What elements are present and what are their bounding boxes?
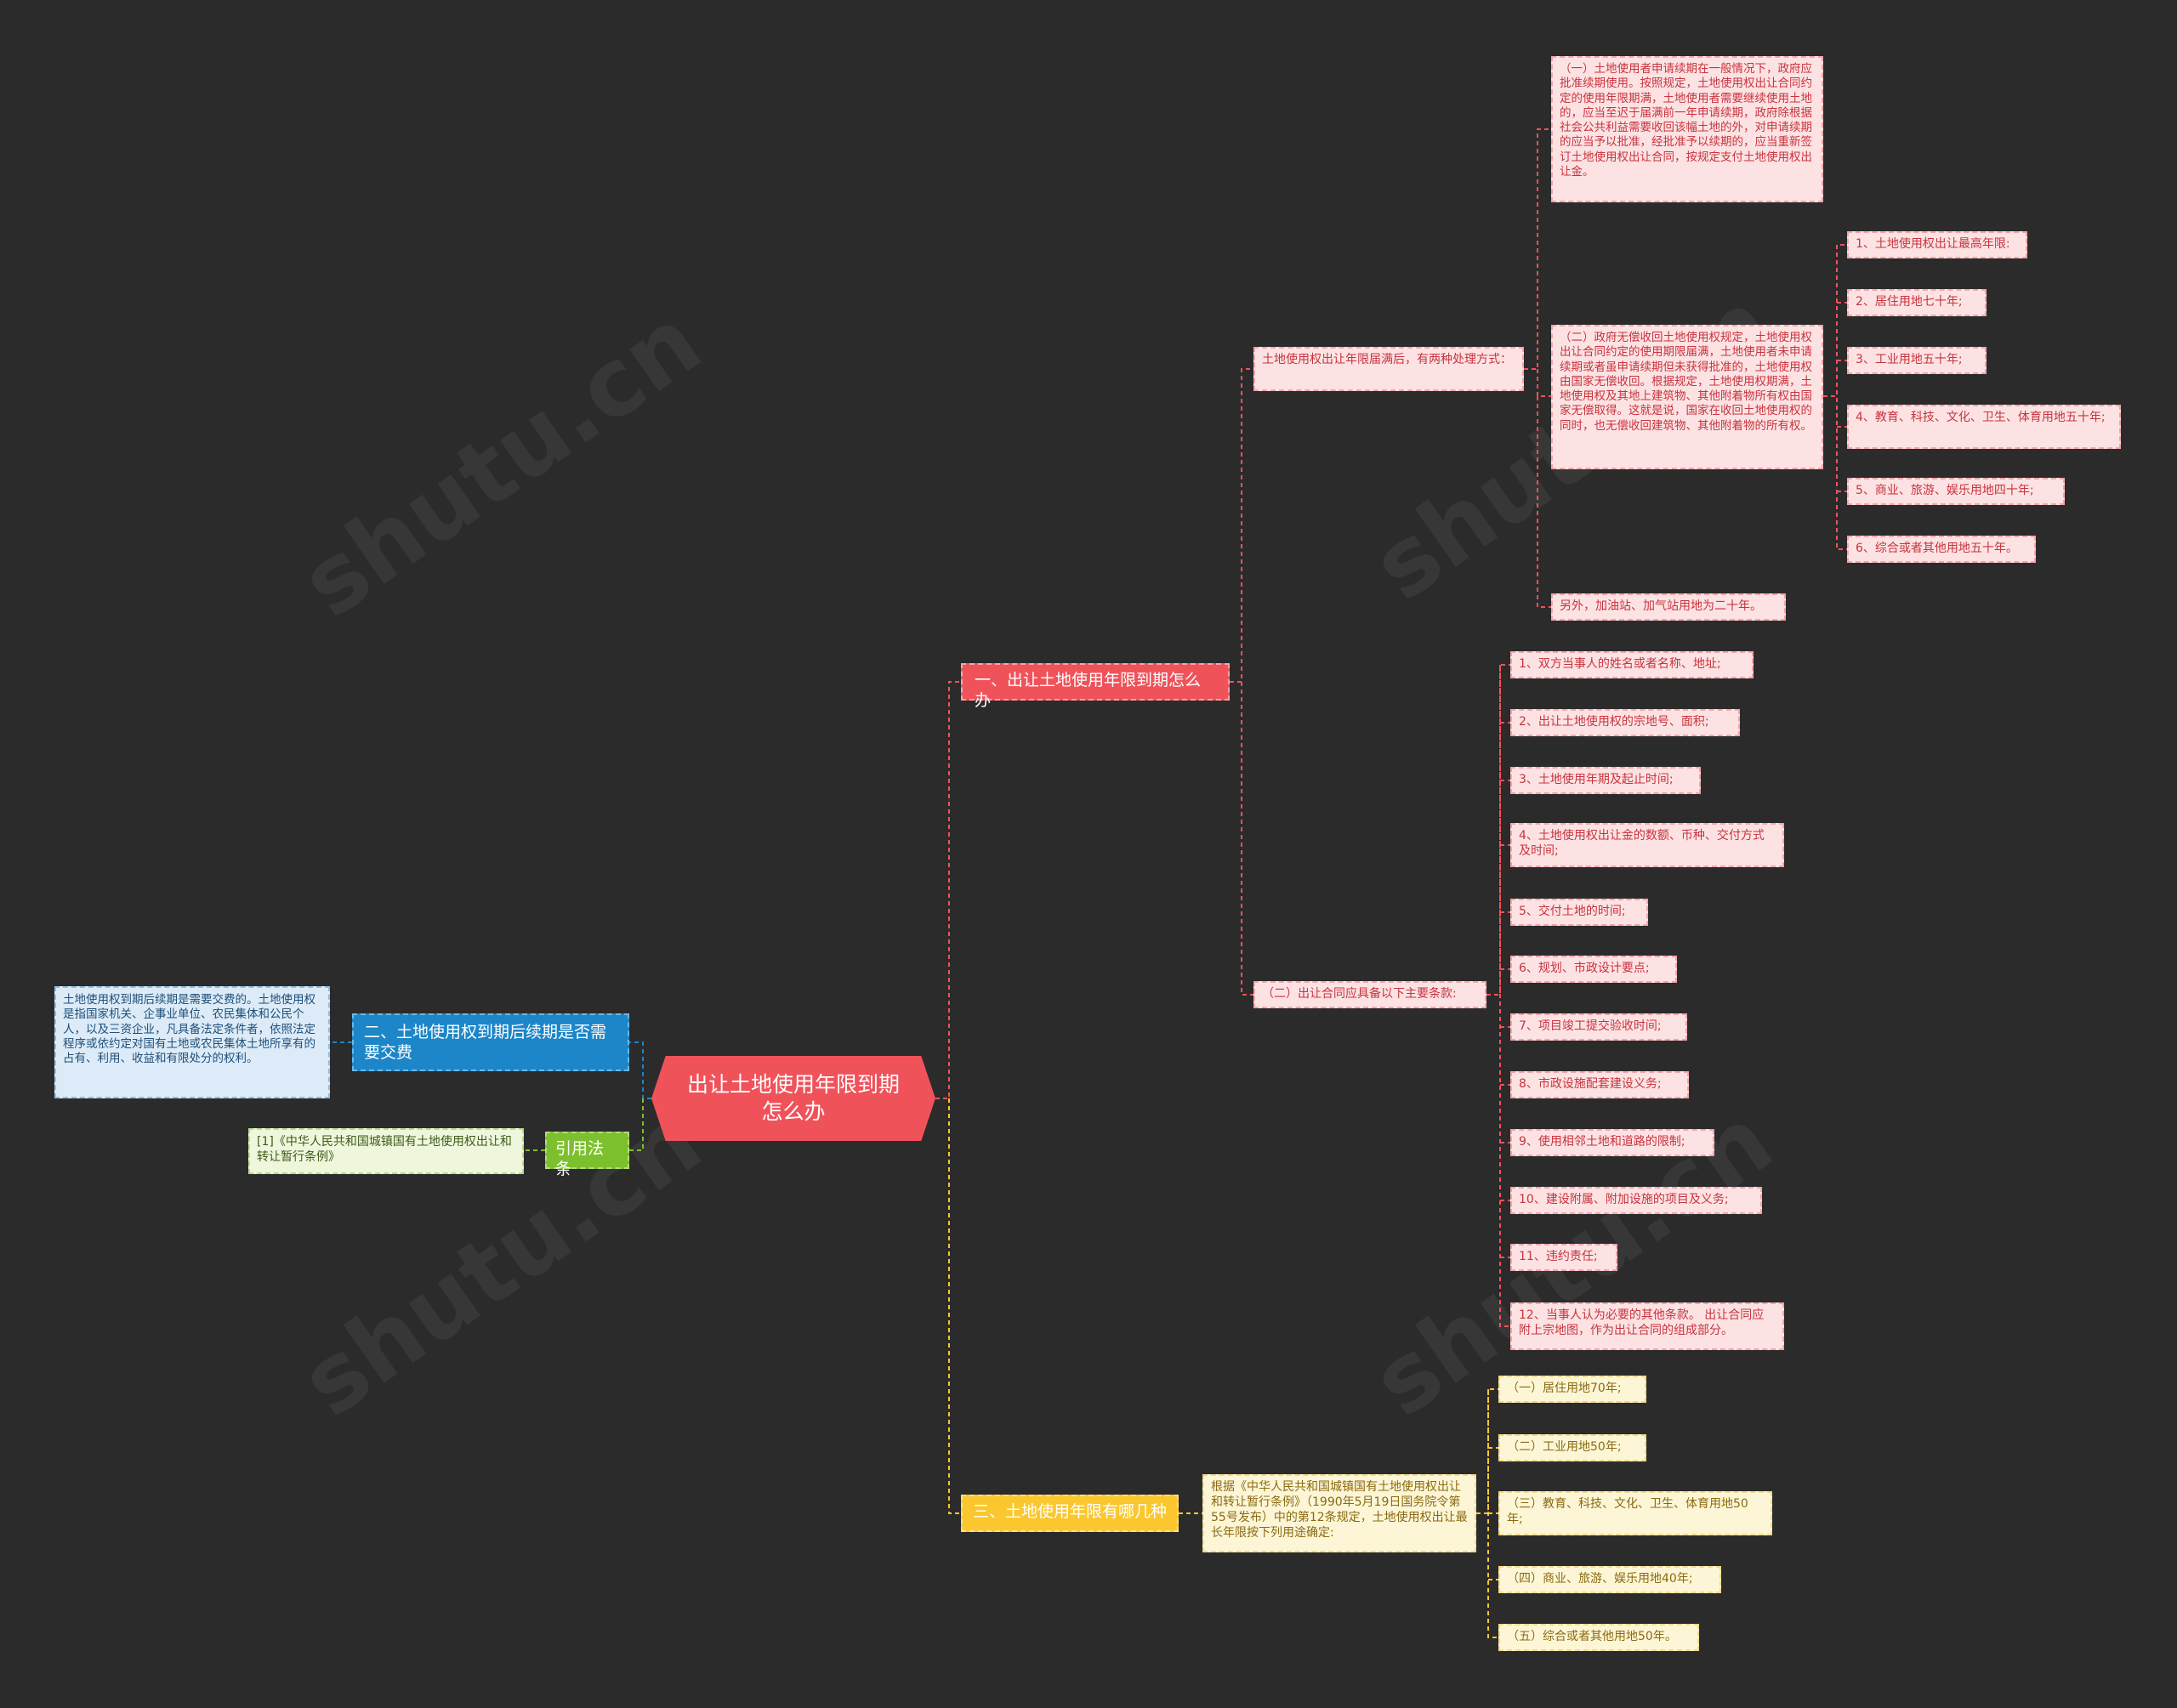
connector <box>1837 302 1847 492</box>
limit-item[interactable]: 1、土地使用权出让最高年限: <box>1847 231 2027 258</box>
clause-item[interactable]: 10、建设附属、附加设施的项目及义务; <box>1510 1187 1762 1214</box>
detail-gas-station-term[interactable]: 另外，加油站、加气站用地为二十年。 <box>1551 593 1786 621</box>
connector <box>1524 128 1551 370</box>
connector <box>1241 682 1253 996</box>
term-type-item[interactable]: （四）商业、旅游、娱乐用地40年; <box>1498 1566 1721 1593</box>
connector <box>629 1041 651 1099</box>
connector <box>1823 244 1847 397</box>
detail-renewal-fee[interactable]: 土地使用权到期后续期是需要交费的。土地使用权是指国家机关、企事业单位、农民集体和… <box>54 986 330 1098</box>
clause-item[interactable]: 12、当事人认为必要的其他条款。 出让合同应附上宗地图，作为出让合同的组成部分。 <box>1510 1302 1784 1350</box>
clause-item[interactable]: 4、土地使用权出让金的数额、币种、交付方式及时间; <box>1510 823 1784 867</box>
connector <box>1230 368 1253 683</box>
limit-item[interactable]: 6、综合或者其他用地五十年。 <box>1847 536 2036 563</box>
connector <box>1476 1388 1498 1514</box>
clause-item[interactable]: 6、规划、市政设计要点; <box>1510 956 1677 983</box>
branch-renewal-fee[interactable]: 二、土地使用权到期后续期是否需要交费 <box>352 1013 629 1071</box>
limit-item[interactable]: 2、居住用地七十年; <box>1847 289 1987 316</box>
clause-item[interactable]: 2、出让土地使用权的宗地号、面积; <box>1510 709 1740 736</box>
topic-contract-clauses[interactable]: （二）出让合同应具备以下主要条款: <box>1253 981 1486 1008</box>
limit-item[interactable]: 5、商业、旅游、娱乐用地四十年; <box>1847 478 2065 505</box>
limit-item[interactable]: 4、教育、科技、文化、卫生、体育用地五十年; <box>1847 405 2121 449</box>
branch-land-term-expiry[interactable]: 一、出让土地使用年限到期怎么办 <box>961 663 1230 710</box>
detail-free-recovery[interactable]: （二）政府无偿收回土地使用权规定，土地使用权出让合同约定的使用期限届满，土地使用… <box>1551 325 1823 469</box>
connector <box>1537 396 1551 608</box>
connector <box>948 1098 961 1514</box>
connector <box>629 1098 644 1151</box>
connector <box>1486 664 1510 996</box>
connector <box>1500 722 1510 1258</box>
clause-item[interactable]: 5、交付土地的时间; <box>1510 899 1648 926</box>
term-type-item[interactable]: （二）工业用地50年; <box>1498 1434 1646 1461</box>
term-type-item[interactable]: （五）综合或者其他用地50年。 <box>1498 1624 1699 1651</box>
term-type-item[interactable]: （一）居住用地70年; <box>1498 1376 1646 1403</box>
term-type-item[interactable]: （三）教育、科技、文化、卫生、体育用地50年; <box>1498 1491 1772 1535</box>
branch-cited-law[interactable]: 引用法条 <box>545 1132 629 1178</box>
central-topic[interactable]: 出让土地使用年限到期怎么办 <box>651 1056 935 1141</box>
clause-item[interactable]: 3、土地使用年期及起止时间; <box>1510 767 1701 794</box>
clause-item[interactable]: 8、市政设施配套建设义务; <box>1510 1071 1689 1098</box>
detail-renewal-application[interactable]: （一）土地使用者申请续期在一般情况下，政府应批准续期使用。按照规定，土地使用权出… <box>1551 56 1823 202</box>
connector <box>935 681 961 1099</box>
clause-item[interactable]: 9、使用相邻土地和道路的限制; <box>1510 1129 1714 1156</box>
connector <box>1488 1447 1498 1580</box>
connector <box>1537 369 1551 397</box>
connector <box>1836 245 1847 550</box>
connector <box>1487 1389 1498 1638</box>
clause-item[interactable]: 11、违约责任; <box>1510 1244 1617 1271</box>
topic-two-handling-methods[interactable]: 土地使用权出让年限届满后，有两种处理方式： <box>1253 347 1524 391</box>
clause-item[interactable]: 1、双方当事人的姓名或者名称、地址; <box>1510 651 1754 678</box>
detail-cited-law[interactable]: [1]《中华人民共和国城镇国有土地使用权出让和转让暂行条例》 <box>248 1128 524 1174</box>
limit-item[interactable]: 3、工业用地五十年; <box>1847 347 1987 374</box>
detail-regulation-article-12[interactable]: 根据《中华人民共和国城镇国有土地使用权出让和转让暂行条例》（1990年5月19日… <box>1202 1474 1476 1552</box>
branch-land-term-types[interactable]: 三、土地使用年限有哪几种 <box>961 1495 1179 1532</box>
clause-item[interactable]: 7、项目竣工提交验收时间; <box>1510 1013 1687 1041</box>
connector <box>1499 665 1510 1327</box>
